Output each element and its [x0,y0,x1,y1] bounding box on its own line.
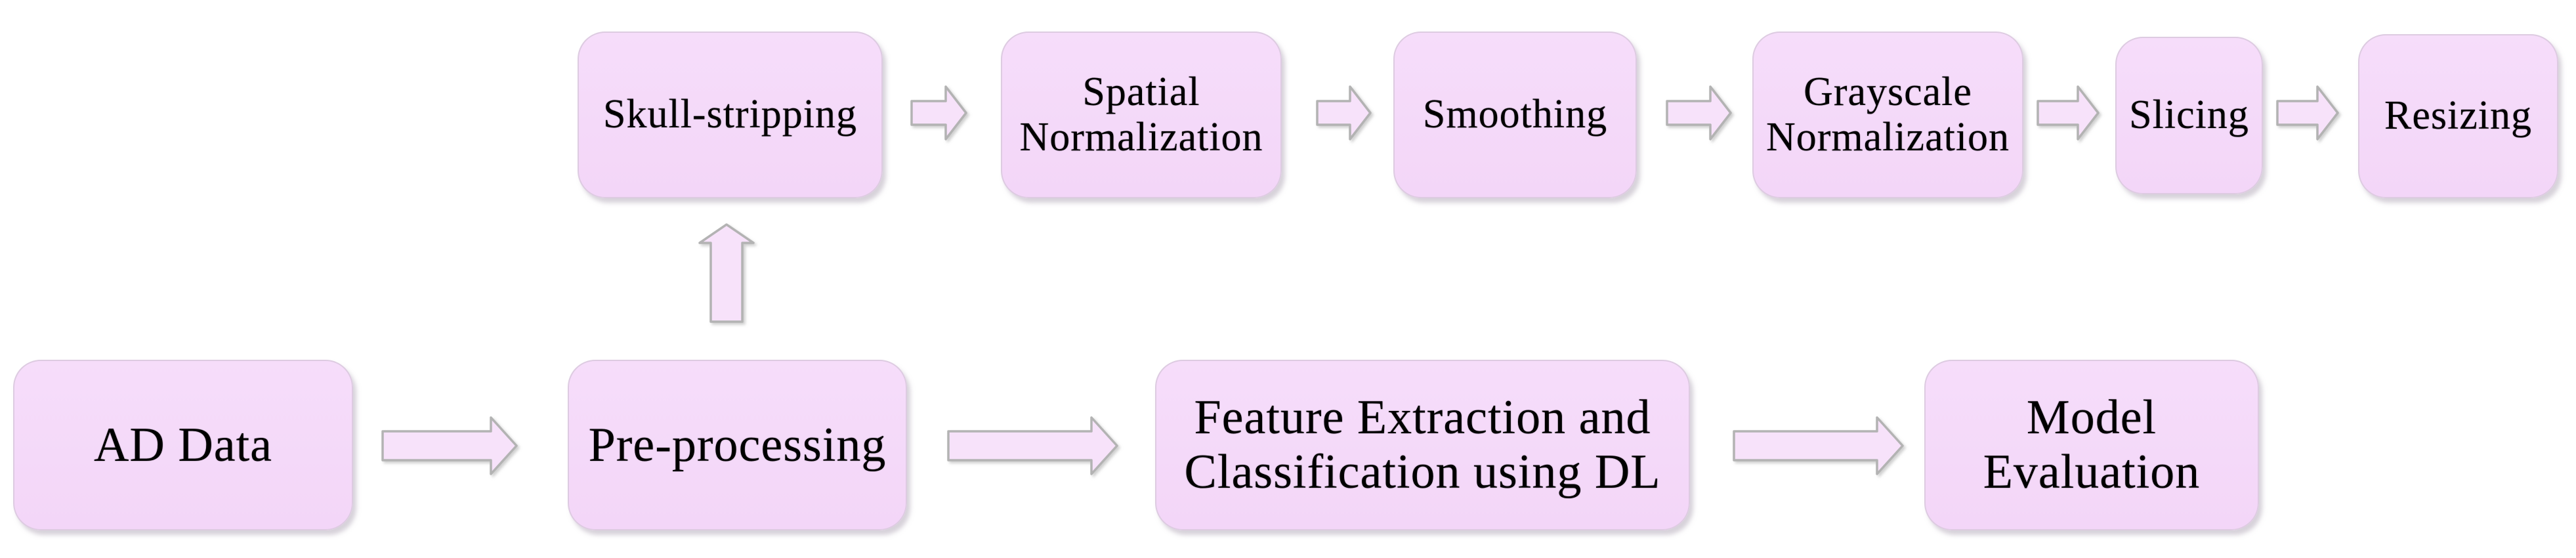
node-label: Smoothing [1422,92,1608,137]
node-label: Skull-stripping [602,92,858,137]
node-smoothing: Smoothing [1393,32,1637,198]
node-label: Slicing [2129,93,2249,138]
node-model-evaluation: Model Evaluation [1924,360,2259,530]
node-label: Spatial Normalization [1019,69,1263,160]
node-skull-stripping: Skull-stripping [578,32,883,198]
node-ad-data: AD Data [13,360,353,530]
node-spatial-normalization: Spatial Normalization [1001,32,1282,198]
arrow-skull-stripping-to-spatial-normalization-icon [910,85,967,140]
node-label: Grayscale Normalization [1765,69,2010,160]
node-feature-extraction-classification: Feature Extraction and Classification us… [1155,360,1690,530]
arrow-ad-data-to-pre-processing-icon [381,416,518,475]
node-label: AD Data [93,418,273,472]
arrow-smoothing-to-grayscale-normalization-icon [1666,85,1732,140]
arrow-pre-processing-to-feature-extraction-icon [947,416,1118,475]
arrow-spatial-normalization-to-smoothing-icon [1316,85,1372,140]
node-label: Pre-processing [588,418,887,472]
arrow-grayscale-normalization-to-slicing-icon [2037,85,2100,140]
node-label: Feature Extraction and Classification us… [1184,391,1661,499]
arrow-pre-processing-to-skull-stripping-icon [698,223,755,323]
node-slicing: Slicing [2115,37,2263,194]
node-label: Resizing [2384,93,2532,139]
node-label: Model Evaluation [1983,391,2201,499]
arrow-feature-extraction-to-model-evaluation-icon [1733,416,1904,475]
node-resizing: Resizing [2358,34,2558,198]
node-grayscale-normalization: Grayscale Normalization [1752,32,2023,198]
node-pre-processing: Pre-processing [568,360,907,530]
arrow-slicing-to-resizing-icon [2276,85,2339,140]
